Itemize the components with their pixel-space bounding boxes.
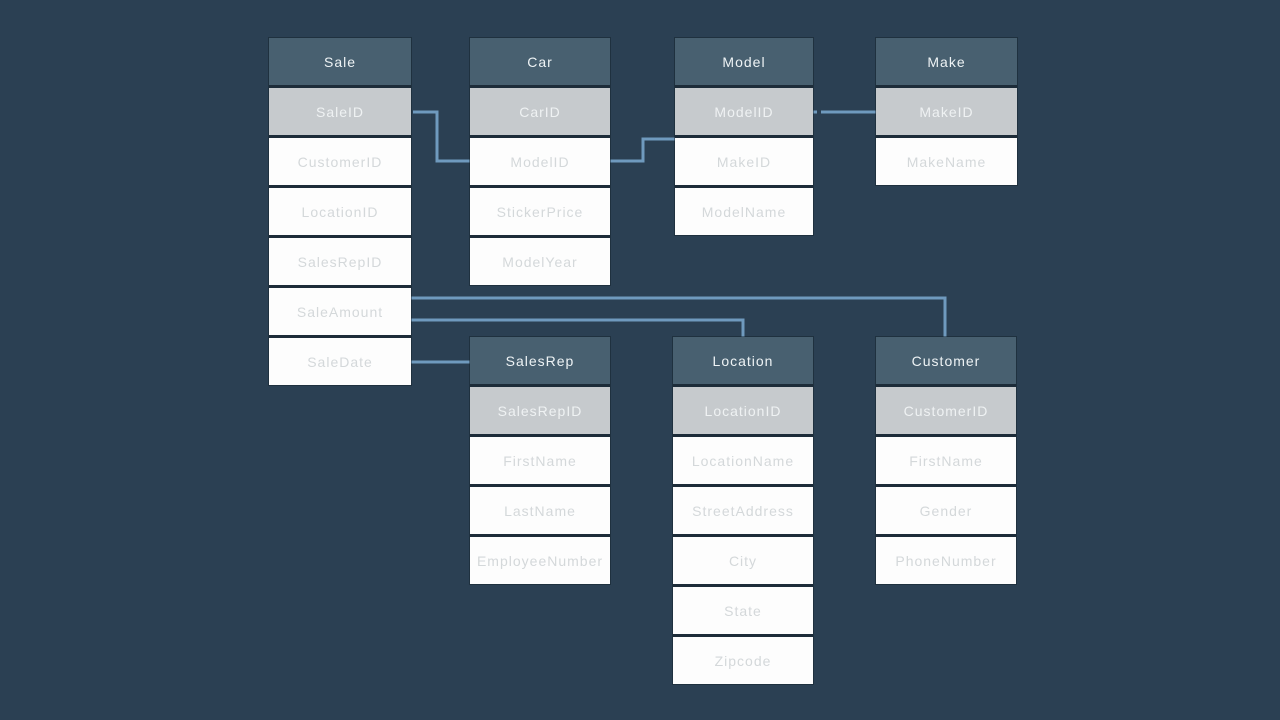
field-row-salesrepid: SalesRepID: [269, 238, 411, 285]
table-header-car: Car: [470, 38, 610, 85]
field-row-makeid: MakeID: [675, 138, 813, 185]
field-row-state: State: [673, 587, 813, 634]
table-header-location: Location: [673, 337, 813, 384]
field-row-saledate: SaleDate: [269, 338, 411, 385]
field-row-locationid: LocationID: [269, 188, 411, 235]
field-row-phonenumber: PhoneNumber: [876, 537, 1016, 584]
connector-sale-saleamount-to-location: [409, 318, 745, 337]
field-row-carid: CarID: [470, 88, 610, 135]
field-row-locationid: LocationID: [673, 387, 813, 434]
field-row-zipcode: Zipcode: [673, 637, 813, 684]
connector-sale-saleid-to-car: [401, 110, 470, 163]
field-row-firstname: FirstName: [470, 437, 610, 484]
table-header-customer: Customer: [876, 337, 1016, 384]
table-header-model: Model: [675, 38, 813, 85]
field-row-makeid: MakeID: [876, 88, 1017, 135]
field-row-makename: MakeName: [876, 138, 1017, 185]
field-row-employeenumber: EmployeeNumber: [470, 537, 610, 584]
field-row-saleid: SaleID: [269, 88, 411, 135]
field-row-modelid: ModelID: [675, 88, 813, 135]
field-row-modelid: ModelID: [470, 138, 610, 185]
field-row-lastname: LastName: [470, 487, 610, 534]
field-row-streetaddress: StreetAddress: [673, 487, 813, 534]
field-row-customerid: CustomerID: [269, 138, 411, 185]
connector-sale-saleamount-to-customer: [409, 296, 947, 337]
table-header-sale: Sale: [269, 38, 411, 85]
field-row-customerid: CustomerID: [876, 387, 1016, 434]
connector-car-modelid-to-model: [610, 137, 675, 163]
field-row-salesrepid: SalesRepID: [470, 387, 610, 434]
field-row-modelname: ModelName: [675, 188, 813, 235]
field-row-gender: Gender: [876, 487, 1016, 534]
field-row-stickerprice: StickerPrice: [470, 188, 610, 235]
table-header-make: Make: [876, 38, 1017, 85]
field-row-locationname: LocationName: [673, 437, 813, 484]
field-row-firstname: FirstName: [876, 437, 1016, 484]
table-header-salesrep: SalesRep: [470, 337, 610, 384]
field-row-city: City: [673, 537, 813, 584]
field-row-modelyear: ModelYear: [470, 238, 610, 285]
field-row-saleamount: SaleAmount: [269, 288, 411, 335]
